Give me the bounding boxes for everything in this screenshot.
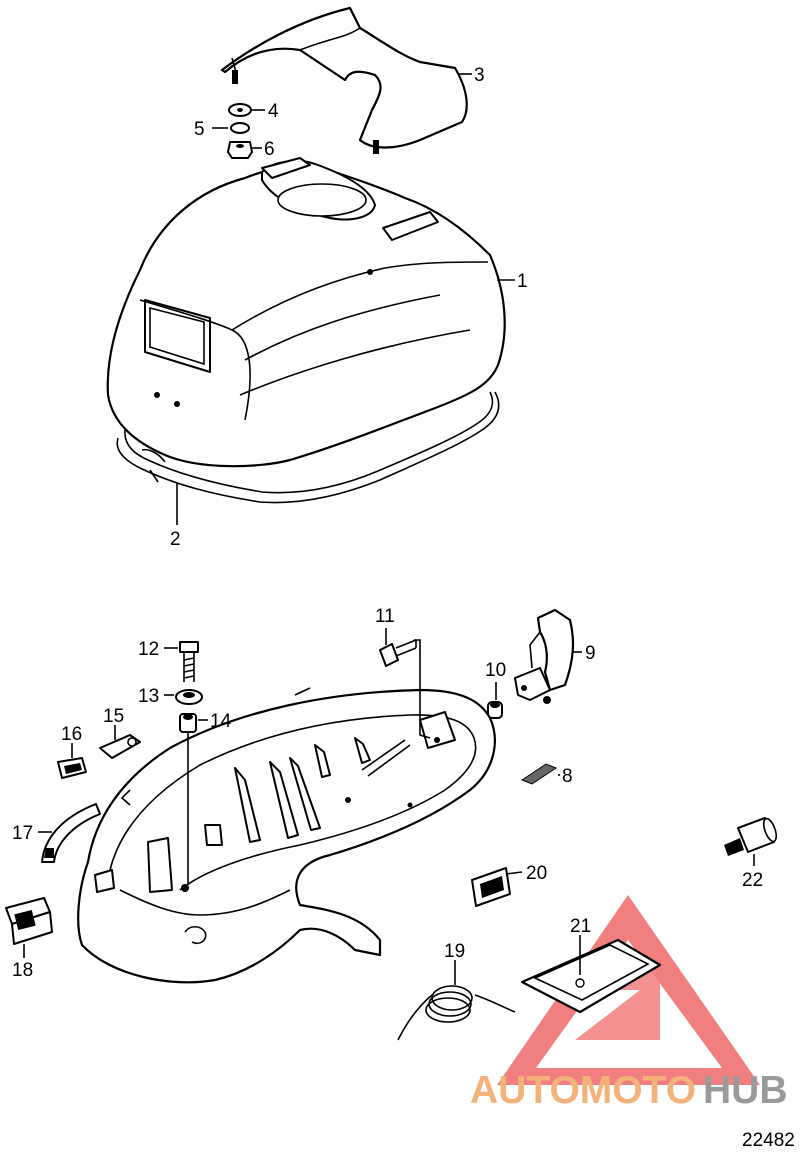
callout-8: 8 <box>562 766 573 787</box>
callout-labels: 1 2 3 4 5 6 8 9 10 11 12 13 14 15 16 17 … <box>12 65 763 981</box>
leader-lines <box>23 73 755 985</box>
part-bag-21 <box>520 938 662 1014</box>
part-spacer-14 <box>179 713 197 733</box>
part-pad-8 <box>520 763 558 785</box>
part-spring-19 <box>397 985 516 1041</box>
callout-19: 19 <box>444 941 465 962</box>
watermark-text-hub: HUB <box>703 1069 788 1112</box>
part-clip-15 <box>99 734 141 759</box>
callout-15: 15 <box>103 706 124 727</box>
part-lock-washer-5 <box>230 122 250 134</box>
callout-21: 21 <box>570 916 591 937</box>
part-plug-18 <box>5 897 53 945</box>
part-cowl-seal <box>116 391 500 504</box>
watermark-text-automoto: AUTOMOTO <box>470 1069 696 1112</box>
part-washer-4 <box>228 103 252 117</box>
part-bushing <box>487 701 503 719</box>
part-screw-11 <box>379 639 417 667</box>
part-decal-20 <box>471 867 511 907</box>
part-bottom-cowl <box>77 687 496 984</box>
callout-12: 12 <box>138 639 159 660</box>
part-curved-trim <box>41 803 101 863</box>
callout-5: 5 <box>194 119 205 140</box>
callout-6: 6 <box>264 139 275 160</box>
callout-17: 17 <box>12 823 33 844</box>
part-top-cover-cap <box>220 6 468 154</box>
callout-3: 3 <box>474 65 485 86</box>
watermark-logo: AUTOMOTO HUB <box>470 1069 788 1112</box>
callout-1: 1 <box>517 271 528 292</box>
part-top-cowl <box>106 157 506 468</box>
callout-20: 20 <box>526 863 547 884</box>
callout-13: 13 <box>138 686 159 707</box>
part-nut-6 <box>227 141 253 159</box>
callout-2: 2 <box>170 529 181 550</box>
part-grommet-13 <box>175 689 203 705</box>
callout-18: 18 <box>12 960 33 981</box>
watermark-triangle <box>497 895 760 1085</box>
callout-16: 16 <box>61 724 82 745</box>
callout-4: 4 <box>268 101 279 122</box>
callout-22: 22 <box>742 870 763 891</box>
reference-number: 22482 <box>742 1130 795 1151</box>
part-latch-assembly <box>514 608 575 704</box>
callout-11: 11 <box>375 606 395 627</box>
callout-10: 10 <box>485 660 506 681</box>
part-bolt-12 <box>179 641 199 682</box>
part-fastener-22 <box>724 817 778 856</box>
callout-9: 9 <box>585 643 596 664</box>
callout-14: 14 <box>210 711 232 732</box>
part-plate-16 <box>57 757 87 779</box>
